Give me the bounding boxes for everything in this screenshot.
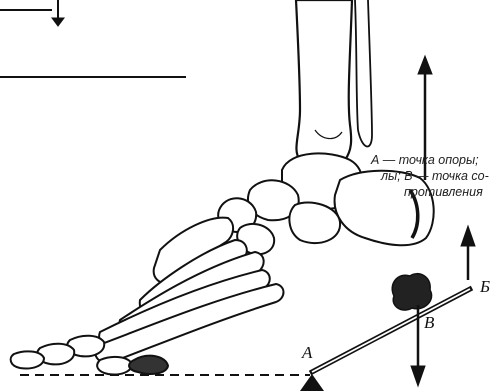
fulcrum-triangle — [300, 374, 324, 391]
effort-arrow — [461, 226, 475, 280]
caption-line-3: противления — [404, 184, 483, 200]
leg-bones — [296, 0, 372, 169]
caption-line-1: А — точка опоры; — [371, 152, 479, 168]
weight-load — [392, 274, 431, 310]
previous-figure-fragment — [0, 0, 64, 26]
label-fulcrum-a: А — [302, 343, 312, 363]
label-resistance-v: В — [424, 313, 434, 333]
label-force-b: Б — [480, 277, 490, 297]
caption-line-2: лы; В — точка со- — [381, 168, 489, 184]
